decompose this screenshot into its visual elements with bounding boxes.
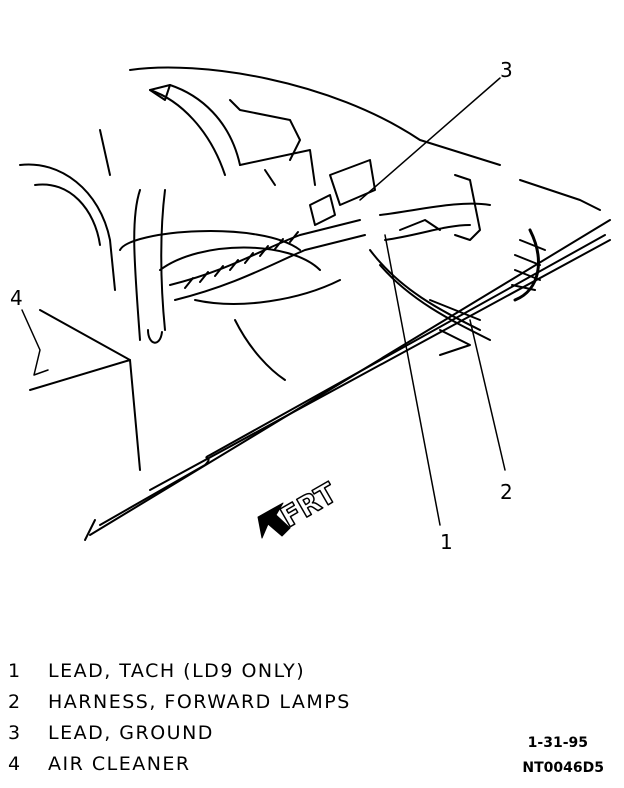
legend-item: 3 LEAD, GROUND — [8, 722, 428, 753]
figure-id-code: NT0046D5 — [522, 760, 604, 776]
engine-compartment-illustration: FRT — [19, 66, 611, 541]
legend-number: 4 — [8, 753, 22, 775]
leader-line-4 — [21, 309, 49, 376]
callout-3: 3 — [500, 58, 513, 82]
legend-number: 3 — [8, 722, 22, 744]
parts-legend: 1 LEAD, TACH (LD9 ONLY) 2 HARNESS, FORWARD… — [8, 660, 428, 784]
legend-text: LEAD, TACH (LD9 ONLY) — [48, 660, 306, 682]
legend-text: AIR CLEANER — [48, 753, 191, 775]
legend-item: 1 LEAD, TACH (LD9 ONLY) — [8, 660, 428, 691]
upper-bracket — [99, 84, 316, 186]
leader-lines — [21, 77, 506, 526]
legend-item: 2 HARNESS, FORWARD LAMPS — [8, 691, 428, 722]
callout-1: 1 — [440, 530, 453, 554]
intake-duct — [19, 163, 166, 344]
leader-line-1 — [384, 234, 441, 526]
forward-lamps-harness — [169, 202, 491, 356]
callout-2: 2 — [500, 480, 513, 504]
legend-text: HARNESS, FORWARD LAMPS — [48, 691, 351, 713]
callout-4: 4 — [10, 286, 23, 310]
leader-line-2 — [469, 319, 506, 471]
connector-cluster — [309, 159, 546, 302]
legend-number: 2 — [8, 691, 22, 713]
legend-number: 1 — [8, 660, 22, 682]
figure-date-code: 1-31-95 — [527, 735, 588, 751]
legend-text: LEAD, GROUND — [48, 722, 214, 744]
legend-item: 4 AIR CLEANER — [8, 753, 428, 784]
front-direction-arrow: FRT — [257, 475, 343, 539]
leader-line-3 — [359, 77, 501, 201]
air-cleaner-housing — [29, 230, 341, 471]
